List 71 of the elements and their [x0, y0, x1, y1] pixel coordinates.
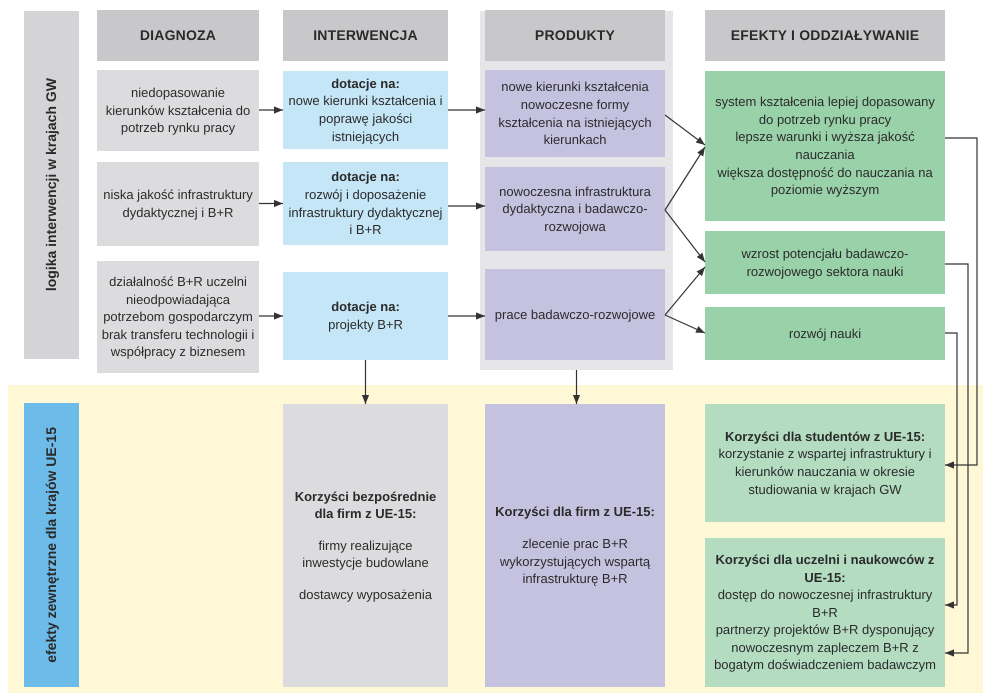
benefit-box: [705, 404, 945, 522]
arrow: [945, 263, 969, 657]
box-text: większa dostępność do nauczania na poziomie wyższym: [716, 164, 934, 199]
box-text: prace badawczo-rozwojowe: [494, 306, 656, 324]
box-text: firmy realizujące inwestycje budowlane: [301, 536, 430, 572]
box-text: zlecenie prac B+R wykorzystujących wspartą infrastrukturę B+R: [498, 534, 652, 588]
box-heading: Korzyści dla firm z UE-15:: [495, 503, 655, 521]
arrow: [448, 106, 485, 114]
column-header: [705, 10, 945, 61]
arrow: [259, 312, 283, 320]
benefit-box: [705, 538, 945, 687]
box-text: dostawcy wyposażenia: [299, 586, 432, 604]
benefit-box: [485, 404, 665, 687]
arrow: [664, 146, 706, 210]
box-text: partnerzy projektów B+R dysponujący nowoczesnym zapleczem B+R z bogatym doświadczeniem badawczym: [713, 621, 937, 674]
intervention-box: [283, 162, 448, 245]
problem-box: [97, 70, 259, 151]
benefit-box: [283, 404, 448, 687]
arrow: [259, 106, 283, 114]
column-heading: PRODUKTY: [534, 26, 616, 45]
intervention-box: [283, 272, 448, 360]
column-header: [485, 10, 665, 61]
side-band: [24, 11, 79, 359]
box-heading: Korzyści bezpośrednie dla firm z UE-15:: [294, 488, 438, 523]
box-text: niska jakość infrastruktury dydaktycznej i B+R: [102, 186, 254, 222]
arrow: [945, 137, 978, 469]
column-header: [283, 10, 448, 61]
box-heading: dotacje na:: [331, 74, 400, 92]
band-label: logika interwencji w krajach GW: [42, 78, 60, 292]
effect-box: [705, 307, 945, 360]
box-text: projekty B+R: [328, 316, 403, 334]
box-text: nowoczesne formy kształcenia na istniejących kierunkach: [497, 96, 653, 149]
box-text: korzystanie z wspartej infrastruktury i kierunków nauczania w okresie studiowania w krajach GW: [717, 445, 933, 498]
box-text: nowe kierunki kształcenia i poprawę jakości istniejących: [288, 92, 444, 146]
product-box: [485, 70, 665, 157]
box-text: lepsze warunki i wyższa jakość nauczania: [734, 128, 916, 164]
box-text: brak transferu technologii i współpracy z biznesem: [101, 326, 255, 361]
arrow: [664, 210, 706, 262]
effect-box: [705, 71, 945, 221]
box-text: wzrost potencjału badawczo-rozwojowego sektora nauki: [740, 244, 910, 280]
box-text: rozwój i doposażenie infrastruktury dydaktycznej i B+R: [288, 186, 444, 239]
arrow: [448, 312, 485, 320]
box-heading: dotacje na:: [331, 168, 400, 186]
column-header: [97, 10, 259, 61]
problem-box: [97, 162, 259, 246]
product-box: [485, 269, 665, 360]
arrow: [259, 200, 283, 208]
side-band: [24, 403, 79, 687]
arrow: [664, 314, 706, 334]
product-box: [485, 167, 665, 251]
problem-box: [97, 261, 259, 373]
box-text: nowe kierunki kształcenia: [501, 78, 649, 96]
box-heading: dotacje na:: [331, 298, 400, 316]
arrow: [362, 360, 370, 404]
box-heading: Korzyści dla uczelni i naukowców z UE-15:: [714, 551, 936, 586]
box-text: niedopasowanie kierunków kształcenia do potrzeb rynku pracy: [104, 84, 252, 137]
box-text: nowoczesna infrastruktura dydaktyczna i badawczo-rozwojowa: [498, 182, 652, 236]
column-heading: EFEKTY I ODDZIAŁYWANIE: [730, 26, 920, 45]
arrow: [572, 370, 580, 404]
arrow: [448, 202, 485, 210]
band-label: efekty zewnętrzne dla krajów UE-15: [42, 427, 60, 663]
arrow: [664, 266, 706, 316]
effect-box: [705, 231, 945, 294]
column-heading: INTERWENCJA: [313, 26, 418, 45]
box-heading: Korzyści dla studentów z UE-15:: [724, 428, 926, 446]
box-text: rozwój nauki: [788, 324, 862, 342]
column-panel: [480, 11, 673, 370]
intervention-box: [283, 71, 448, 149]
arrow: [945, 332, 958, 609]
arrow: [664, 114, 706, 146]
column-heading: DIAGNOZA: [140, 26, 216, 45]
